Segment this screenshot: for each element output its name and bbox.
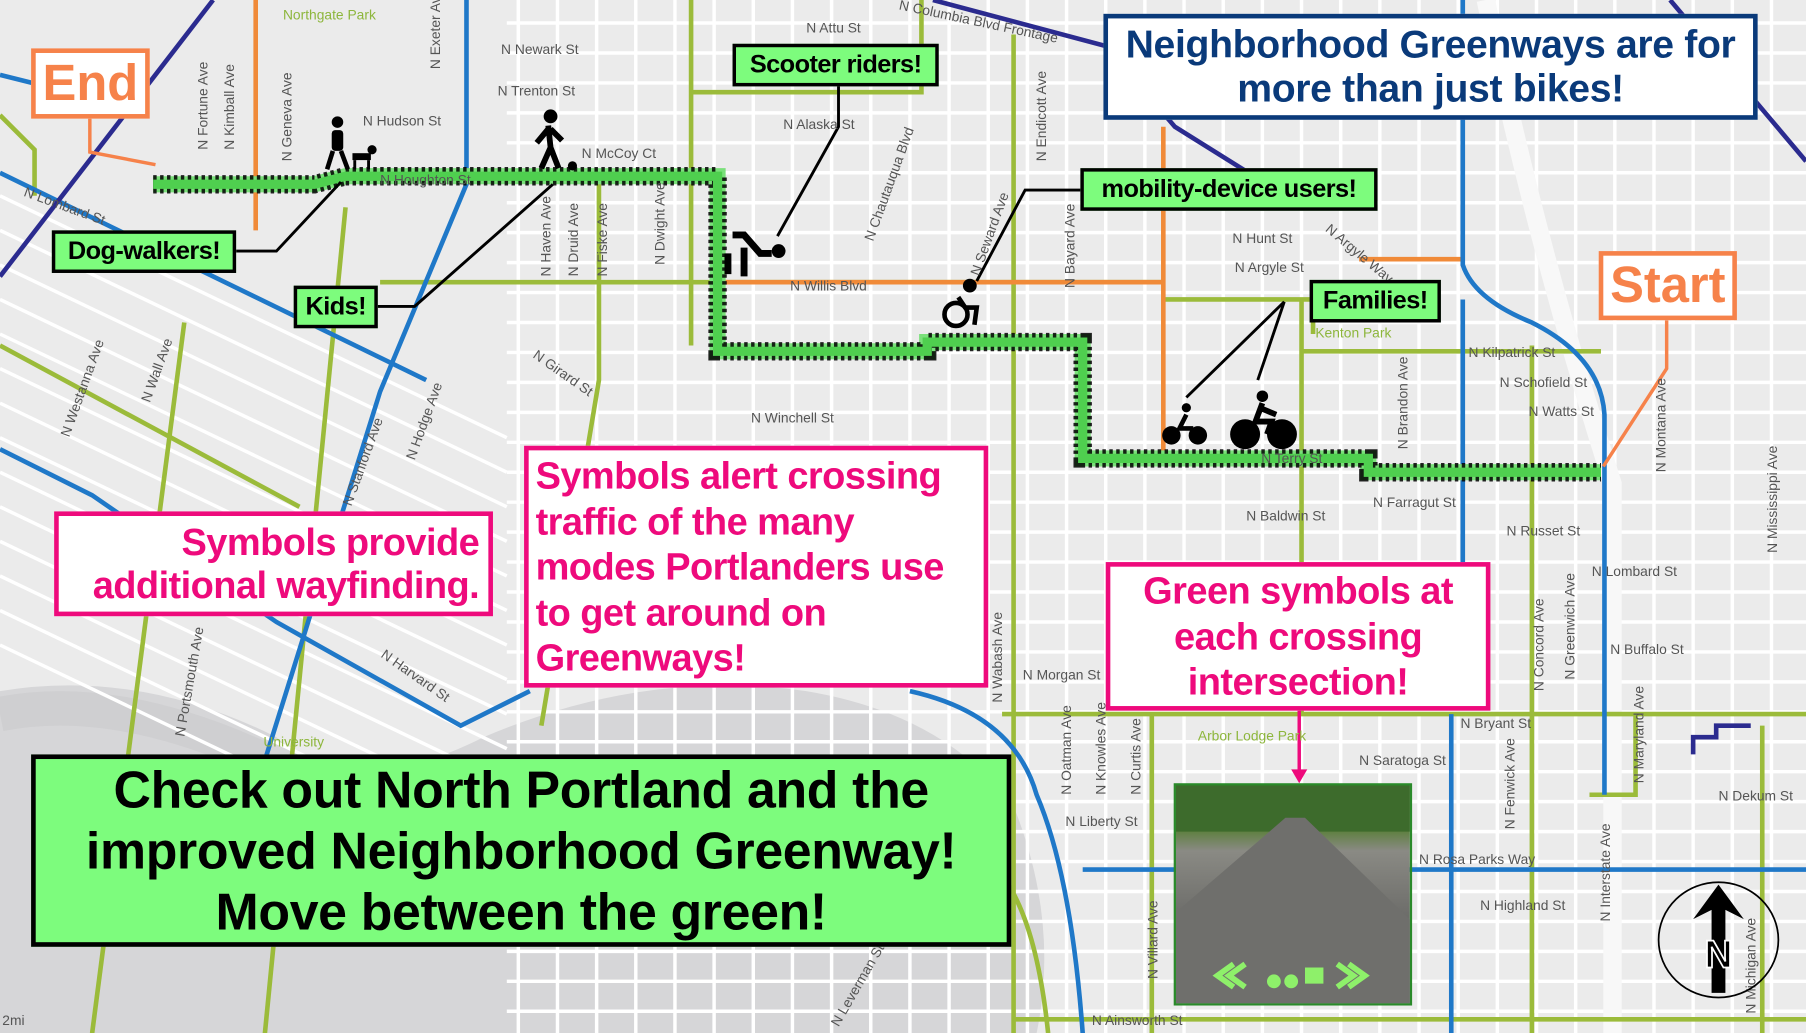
start-marker: Start — [1598, 251, 1737, 321]
street-label: N Fortune Ave — [194, 61, 210, 149]
street-label: N Farragut St — [1373, 494, 1456, 510]
green-crossing-symbol-icon — [1175, 785, 1410, 1004]
street-label: N Argyle Way — [1323, 220, 1397, 286]
note-crossing-alert: Symbols alert crossing traffic of the ma… — [524, 445, 989, 688]
street-label: N Highland St — [1480, 897, 1565, 913]
photo-pointer-arrowhead — [1291, 769, 1308, 784]
park-label: Northgate Park — [283, 7, 376, 23]
banner-check-out-north-portland: Check out North Portland and the improve… — [31, 754, 1012, 947]
scale-label: 2mi — [2, 1012, 24, 1028]
street-label: N Watts St — [1528, 403, 1594, 419]
street-label: N Harvard St — [378, 646, 453, 705]
scooter-rider-icon — [724, 231, 786, 277]
callout-scooter-riders: Scooter riders! — [732, 43, 939, 87]
street-label: N Knowles Ave — [1093, 702, 1109, 795]
freeway — [1476, 0, 1622, 1033]
page-title: Neighborhood Greenways are for more than… — [1103, 13, 1758, 120]
street-label: N Russet St — [1507, 523, 1581, 539]
street-label: N Concord Ave — [1530, 598, 1546, 691]
street-label: N Wabash Ave — [989, 612, 1005, 703]
street-label: N Winchell St — [751, 410, 834, 426]
street-label: N Villard Ave — [1145, 900, 1161, 979]
street-label: N Maryland Ave — [1631, 686, 1647, 784]
street-label: N Dwight Ave — [652, 182, 668, 265]
street-label: N Druid Ave — [565, 203, 581, 277]
street-label: N Buffalo St — [1610, 641, 1684, 657]
street-label: N Michigan Ave — [1742, 918, 1758, 1014]
callout-dog-walkers: Dog-walkers! — [51, 230, 237, 273]
street-label: N Wall Ave — [138, 336, 176, 405]
street-label: N Terry St — [1261, 450, 1322, 466]
street-label: N McCoy Ct — [582, 145, 657, 161]
adult-bike-icon — [1230, 390, 1297, 450]
street-label: N Baldwin St — [1246, 508, 1325, 524]
north-arrow-icon: N — [1657, 881, 1780, 999]
street-label: N Morgan St — [1023, 667, 1101, 683]
street-label: N Trenton St — [498, 83, 576, 99]
street-label: N Bayard Ave — [1062, 203, 1078, 288]
street-label: N Hudson St — [363, 113, 441, 129]
street-label: N Westanna Ave — [57, 337, 107, 439]
street-label: N Attu St — [806, 19, 861, 35]
street-label: N Curtis Ave — [1127, 718, 1143, 795]
street-label: N Hunt St — [1232, 230, 1292, 246]
street-label: N Mississippi Ave — [1764, 445, 1780, 553]
kid-running-icon — [534, 109, 578, 171]
street-label: N Exeter Ave — [427, 0, 443, 69]
street-label: N Saratoga St — [1359, 752, 1446, 768]
street-label: N Oatman Ave — [1058, 705, 1074, 795]
street-label: N Newark St — [501, 41, 579, 57]
callout-mobility-device-users: mobility-device users! — [1080, 168, 1378, 211]
street-label: N Dekum St — [1718, 788, 1793, 804]
street-label: N Willis Blvd — [790, 277, 867, 293]
street-label: N Fiske Ave — [594, 203, 610, 277]
street-label: N Brandon Ave — [1394, 356, 1410, 449]
callout-families: Families! — [1309, 279, 1441, 323]
note-wayfinding: Symbols provide additional wayfinding. — [54, 511, 493, 617]
pedestrian-dog-icon — [324, 116, 377, 171]
note-green-symbols: Green symbols at each crossing intersect… — [1105, 562, 1491, 711]
street-label: N Kimball Ave — [221, 64, 237, 150]
callout-pointers — [236, 86, 1286, 399]
park-label: University — [263, 733, 324, 749]
callout-kids: Kids! — [293, 285, 378, 329]
street-label: N Rosa Parks Way — [1419, 851, 1535, 867]
greenway-route — [153, 171, 1602, 477]
street-label: N Argyle St — [1235, 259, 1304, 275]
child-bike-icon — [1162, 403, 1208, 445]
street-label: N Schofield St — [1500, 374, 1588, 390]
street-label: N Interstate Ave — [1597, 823, 1613, 921]
river-bank — [0, 691, 273, 776]
street-label: N Haven Ave — [538, 196, 554, 277]
street-label: N Montana Ave — [1653, 378, 1669, 473]
street-label: N Houghton St — [380, 171, 471, 187]
park-label: Arbor Lodge Park — [1198, 728, 1306, 744]
street-label: N Ainsworth St — [1092, 1012, 1183, 1028]
street-label: N Endicott Ave — [1033, 71, 1049, 162]
street-label: N Liberty St — [1065, 813, 1137, 829]
end-marker: End — [31, 48, 150, 119]
greenway-street-photo — [1173, 783, 1413, 1006]
street-label: N Fenwick Ave — [1502, 738, 1518, 829]
park-label: Kenton Park — [1315, 324, 1391, 340]
street-label: N Kilpatrick St — [1469, 344, 1556, 360]
street-label: N Alaska St — [783, 116, 855, 132]
wheelchair-icon — [942, 278, 980, 329]
north-label: N — [1704, 934, 1732, 977]
street-label: N Girard St — [530, 346, 596, 399]
street-label: N Geneva Ave — [278, 72, 294, 161]
street-label: N Lombard St — [1592, 563, 1677, 579]
street-label: N Bryant St — [1460, 715, 1531, 731]
start-end-pointers — [88, 118, 1669, 468]
street-label: N Greenwich Ave — [1562, 573, 1578, 680]
